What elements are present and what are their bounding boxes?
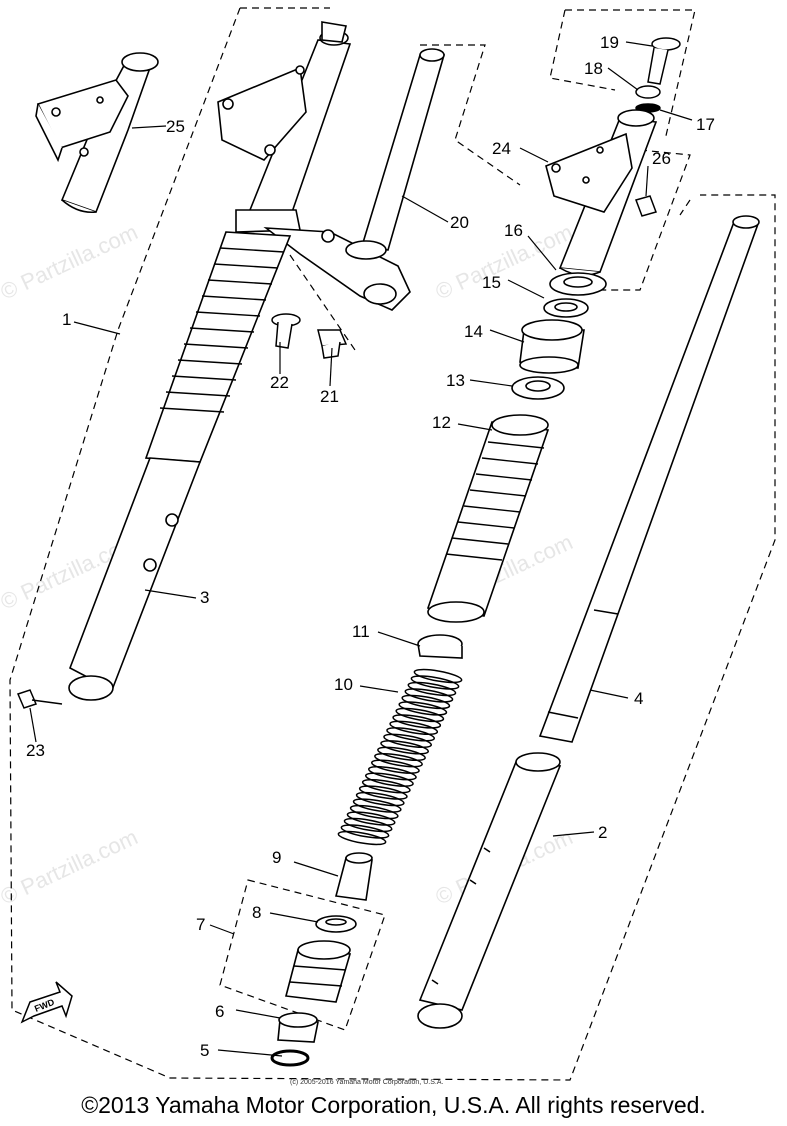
callout-26: 26 <box>652 149 671 168</box>
spring-coil <box>346 811 396 826</box>
part-23-bolt <box>16 689 63 709</box>
spring-coil <box>386 727 436 742</box>
callout-3: 3 <box>200 588 209 607</box>
spring-coil <box>392 714 442 729</box>
callout-14: 14 <box>464 322 483 341</box>
callout-13: 13 <box>446 371 465 390</box>
part-5-clip <box>270 1049 310 1067</box>
callout-6: 6 <box>215 1002 224 1021</box>
part-16-seal <box>549 272 607 296</box>
part-1-fork-assembly <box>68 21 411 701</box>
spring-coil <box>370 759 420 774</box>
spring-coil <box>413 668 463 684</box>
spring-coil <box>352 798 402 813</box>
spring-coil <box>364 772 414 787</box>
part-13-seal <box>511 376 565 400</box>
spring-coil <box>401 694 451 710</box>
part-25-bracket <box>35 52 159 214</box>
spring-coil <box>343 817 393 833</box>
callout-9: 9 <box>272 848 281 867</box>
part-18-washer <box>635 85 661 99</box>
spring-coil <box>361 778 411 794</box>
callout-22: 22 <box>270 373 289 392</box>
assembly-outline <box>9 7 776 1081</box>
part-7-bushing <box>284 940 352 1003</box>
callout-24: 24 <box>492 139 511 158</box>
part-12-boot-ribs <box>445 441 545 561</box>
part-2-slider <box>417 752 562 1029</box>
spring-coil <box>340 824 390 839</box>
part-26-nut <box>635 195 657 217</box>
part-8-ring <box>315 915 357 933</box>
part-10-spring <box>337 668 463 846</box>
part-14-bushing <box>519 319 585 374</box>
callout-15: 15 <box>482 273 501 292</box>
callout-25: 25 <box>166 117 185 136</box>
spring-coil <box>410 675 460 690</box>
callout-5: 5 <box>200 1041 209 1060</box>
callout-19: 19 <box>600 33 619 52</box>
callout-4: 4 <box>634 689 643 708</box>
callout-16: 16 <box>504 221 523 240</box>
part-19-bolt <box>647 37 681 85</box>
part-9-spacer <box>334 852 373 901</box>
callout-12: 12 <box>432 413 451 432</box>
boot-ribs <box>159 247 285 413</box>
spring-coil <box>337 830 387 846</box>
callout-11: 11 <box>352 622 370 641</box>
callout-1: 1 <box>62 310 71 329</box>
fwd-arrow-icon: FWD <box>20 981 73 1024</box>
callout-2: 2 <box>598 823 607 842</box>
inner-copyright: (c) 2005-2016 Yamaha Motor Corporation, … <box>290 1079 443 1086</box>
part-22-bolt <box>271 313 301 349</box>
spring-coil <box>355 791 405 807</box>
callout-20: 20 <box>450 213 469 232</box>
spring-coil <box>404 688 454 703</box>
callout-10: 10 <box>334 675 353 694</box>
spring-coil <box>380 740 430 755</box>
watermark: © Partzilla.com <box>0 824 141 909</box>
part-12-boot <box>426 414 550 623</box>
spring-coil <box>349 804 399 820</box>
watermark: © Partzilla.com <box>0 219 141 304</box>
callout-8: 8 <box>252 903 261 922</box>
spring-coil <box>389 720 439 736</box>
copyright-footer: ©2013 Yamaha Motor Corporation, U.S.A. A… <box>81 1092 706 1118</box>
part-4-inner-tube <box>538 215 760 743</box>
part-20-inner-tube <box>345 48 446 260</box>
spring-coil <box>395 707 445 723</box>
part-15-washer <box>543 298 589 318</box>
spring-coil <box>367 765 417 781</box>
callout-7: 7 <box>196 915 205 934</box>
spring-coil <box>358 785 408 800</box>
spring-coil <box>374 752 423 768</box>
part-6-seal <box>277 1012 319 1043</box>
spring-coil <box>407 681 457 697</box>
callout-labels: 1 2 3 4 5 6 7 8 9 10 11 12 13 14 15 16 1… <box>26 33 715 1060</box>
callout-21: 21 <box>320 387 339 406</box>
spring-coil <box>377 746 426 762</box>
spring-coil <box>383 733 433 749</box>
callout-23: 23 <box>26 741 45 760</box>
callout-18: 18 <box>584 59 603 78</box>
spring-coil <box>398 701 448 716</box>
part-11-seat <box>417 634 463 659</box>
leader-lines <box>29 41 693 1057</box>
callout-17: 17 <box>696 115 715 134</box>
part-24-bracket <box>545 109 658 276</box>
